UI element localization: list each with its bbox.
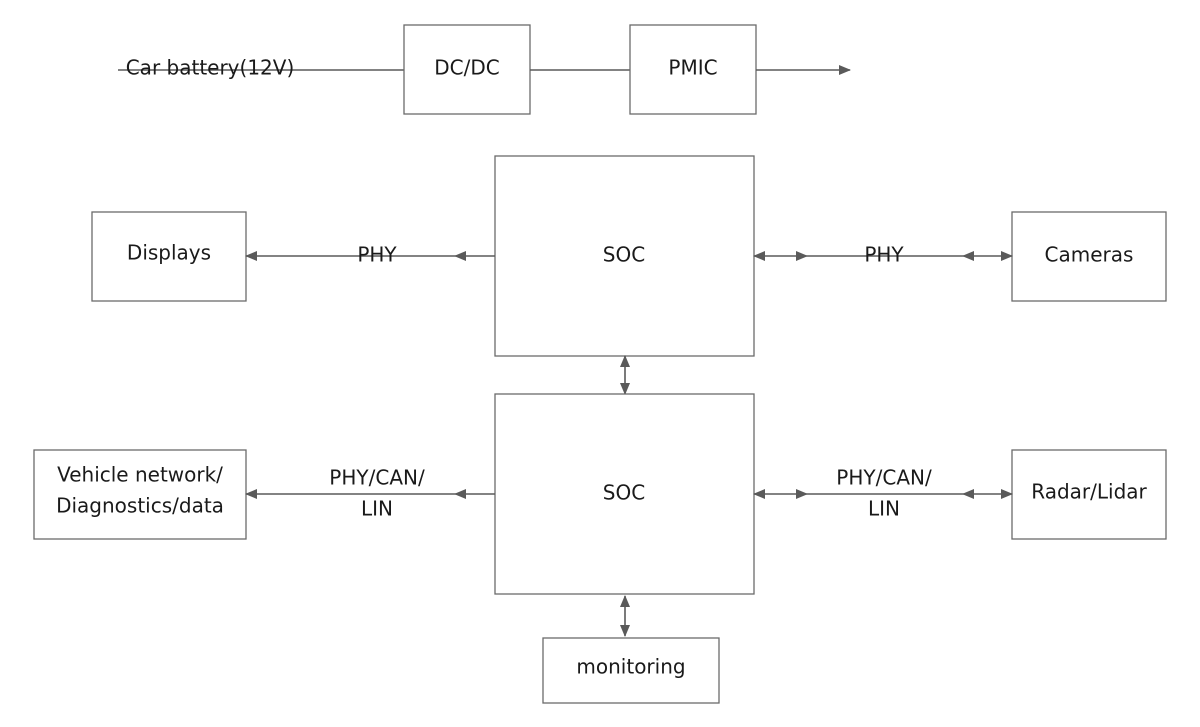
soc-bottom-box: SOC	[494, 393, 755, 595]
vehicle-mid-arrowhead	[454, 489, 466, 499]
cameras-mid-arrowhead-right	[796, 251, 808, 261]
vehicle-network-box: Vehicle network/ Diagnostics/data	[33, 449, 247, 540]
monitoring-box: monitoring	[542, 637, 720, 704]
radar-lidar-label: Radar/Lidar	[1031, 480, 1147, 504]
radar-link-label-line2: LIN	[868, 497, 900, 521]
vehicle-network-label-line2: Diagnostics/data	[56, 494, 224, 518]
displays-label: Displays	[127, 241, 211, 265]
vehicle-link-label-line2: LIN	[361, 497, 393, 521]
displays-box: Displays	[91, 211, 247, 302]
cameras-label: Cameras	[1045, 243, 1134, 267]
soc-bottom-label: SOC	[603, 481, 645, 505]
soc-top-box: SOC	[494, 155, 755, 357]
displays-link-label: PHY	[357, 243, 397, 267]
radar-mid-arrowhead-left	[962, 489, 974, 499]
vehicle-link-label-line1: PHY/CAN/	[329, 466, 425, 490]
radar-mid-arrowhead-right	[796, 489, 808, 499]
monitoring-label: monitoring	[576, 655, 685, 679]
battery-label: Car battery(12V)	[126, 56, 295, 80]
cameras-mid-arrowhead-left	[962, 251, 974, 261]
pmic-box: PMIC	[629, 24, 757, 115]
vehicle-network-label-line1: Vehicle network/	[57, 463, 223, 487]
dcdc-label: DC/DC	[434, 56, 499, 80]
cameras-link-label: PHY	[864, 243, 904, 267]
soc-top-label: SOC	[603, 243, 645, 267]
pmic-label: PMIC	[668, 56, 717, 80]
radar-link-label-line1: PHY/CAN/	[836, 466, 932, 490]
displays-mid-arrowhead	[454, 251, 466, 261]
dcdc-box: DC/DC	[403, 24, 531, 115]
radar-lidar-box: Radar/Lidar	[1011, 449, 1167, 540]
cameras-box: Cameras	[1011, 211, 1167, 302]
